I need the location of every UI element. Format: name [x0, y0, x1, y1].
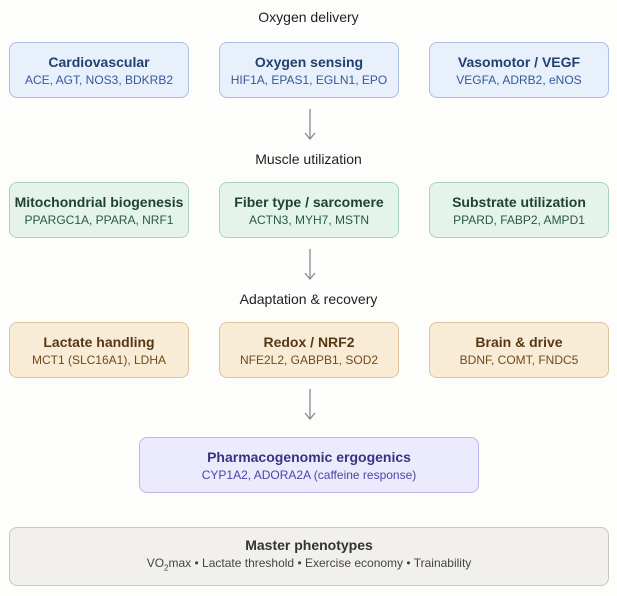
down-arrow-icon [304, 249, 316, 281]
box-title: Brain & drive [475, 333, 563, 350]
box-vasomotor-vegf: Vasomotor / VEGF VEGFA, ADRB2, eNOS [429, 42, 609, 98]
box-title: Pharmacogenomic ergogenics [207, 448, 411, 465]
box-substrate-utilization: Substrate utilization PPARD, FABP2, AMPD… [429, 182, 609, 238]
separator-dot: • [194, 556, 199, 571]
box-brain-drive: Brain & drive BDNF, COMT, FNDC5 [429, 322, 609, 378]
box-genes: NFE2L2, GABPB1, SOD2 [239, 352, 379, 367]
section-title-oxygen-delivery: Oxygen delivery [258, 9, 359, 25]
section-title-muscle-utilization: Muscle utilization [255, 151, 362, 167]
box-genes: MCT1 (SLC16A1), LDHA [31, 352, 167, 367]
box-genes: VEGFA, ADRB2, eNOS [456, 72, 582, 87]
box-title: Cardiovascular [48, 53, 150, 70]
section-title-adaptation-recovery: Adaptation & recovery [239, 291, 378, 307]
box-mitochondrial-biogenesis: Mitochondrial biogenesis PPARGC1A, PPARA… [9, 182, 189, 238]
separator-dot: • [297, 556, 302, 571]
box-title: Mitochondrial biogenesis [14, 193, 184, 210]
box-cardiovascular: Cardiovascular ACE, AGT, NOS3, BDKRB2 [9, 42, 189, 98]
box-title: Lactate handling [43, 333, 155, 350]
box-title: Master phenotypes [245, 537, 373, 554]
down-arrow-icon [304, 389, 316, 421]
box-genes: ACE, AGT, NOS3, BDKRB2 [24, 72, 174, 87]
box-genes: PPARD, FABP2, AMPD1 [453, 212, 585, 227]
phenotype-item: Exercise economy [305, 556, 404, 571]
box-genes: CYP1A2, ADORA2A (caffeine response) [201, 467, 417, 482]
box-genes: BDNF, COMT, FNDC5 [459, 352, 579, 367]
box-title: Oxygen sensing [254, 53, 364, 70]
phenotype-list: VO2max • Lactate threshold • Exercise ec… [147, 555, 472, 576]
box-title: Vasomotor / VEGF [457, 53, 581, 70]
phenotype-item: Trainability [413, 556, 472, 571]
box-genes: ACTN3, MYH7, MSTN [248, 212, 369, 227]
box-title: Redox / NRF2 [263, 333, 355, 350]
box-master-phenotypes: Master phenotypes VO2max • Lactate thres… [9, 527, 609, 586]
down-arrow-icon [304, 109, 316, 141]
box-pharmacogenomic-ergogenics: Pharmacogenomic ergogenics CYP1A2, ADORA… [139, 437, 479, 493]
box-genes: PPARGC1A, PPARA, NRF1 [24, 212, 174, 227]
box-oxygen-sensing: Oxygen sensing HIF1A, EPAS1, EGLN1, EPO [219, 42, 399, 98]
phenotype-vo2max: VO2max [146, 556, 192, 573]
separator-dot: • [406, 556, 411, 571]
box-redox-nrf2: Redox / NRF2 NFE2L2, GABPB1, SOD2 [219, 322, 399, 378]
box-title: Fiber type / sarcomere [234, 193, 384, 210]
box-title: Substrate utilization [452, 193, 586, 210]
phenotype-item: Lactate threshold [202, 556, 295, 571]
box-fiber-type: Fiber type / sarcomere ACTN3, MYH7, MSTN [219, 182, 399, 238]
box-genes: HIF1A, EPAS1, EGLN1, EPO [230, 72, 388, 87]
box-lactate-handling: Lactate handling MCT1 (SLC16A1), LDHA [9, 322, 189, 378]
